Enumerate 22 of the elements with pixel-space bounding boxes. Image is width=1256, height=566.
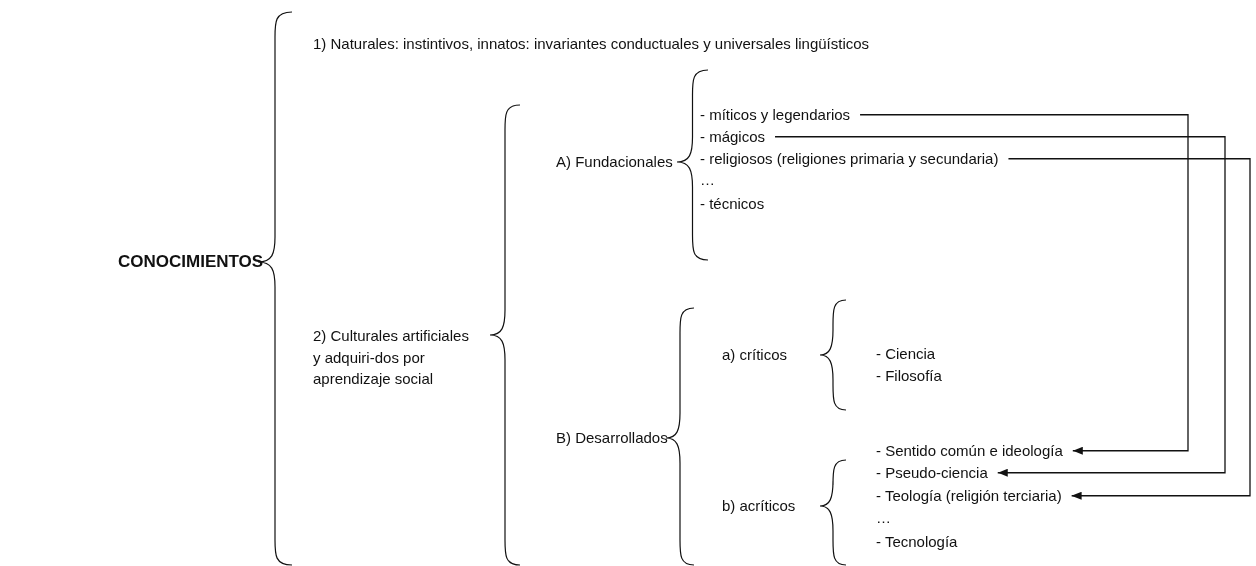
list-item: - míticos y legendarios bbox=[700, 104, 851, 126]
category-label: 1) Naturales: instintivos, innatos: invariantes conductuales y universales lingüísticos bbox=[313, 34, 870, 54]
arrow bbox=[774, 136, 1226, 477]
list-item: - religiosos (religiones primaria y secundaria) bbox=[700, 148, 999, 170]
category-label: b) acríticos bbox=[722, 496, 796, 516]
category-label: - Tecnología bbox=[876, 532, 958, 552]
category-label: - Filosofía bbox=[876, 366, 942, 386]
category-label: - técnicos bbox=[700, 194, 765, 214]
category-label: - Ciencia bbox=[876, 344, 936, 364]
list-item: - Sentido común e ideología bbox=[876, 440, 1063, 462]
category-label: A) Fundacionales bbox=[556, 152, 673, 172]
list-item: - Teología (religión terciaria) bbox=[876, 485, 1062, 507]
category-label: … bbox=[876, 508, 891, 528]
category-label: 2) Culturales artificiales y adquiri-dos por aprendizaje social bbox=[313, 326, 470, 389]
list-item: - Pseudo-ciencia bbox=[876, 462, 988, 484]
category-label: a) críticos bbox=[722, 345, 787, 365]
category-label: … bbox=[700, 170, 715, 190]
arrow bbox=[859, 114, 1189, 455]
category-label: B) Desarrollados bbox=[556, 428, 668, 448]
arrow bbox=[1007, 158, 1251, 500]
list-item: - mágicos bbox=[700, 126, 766, 148]
root-label: CONOCIMIENTOS bbox=[118, 252, 264, 273]
